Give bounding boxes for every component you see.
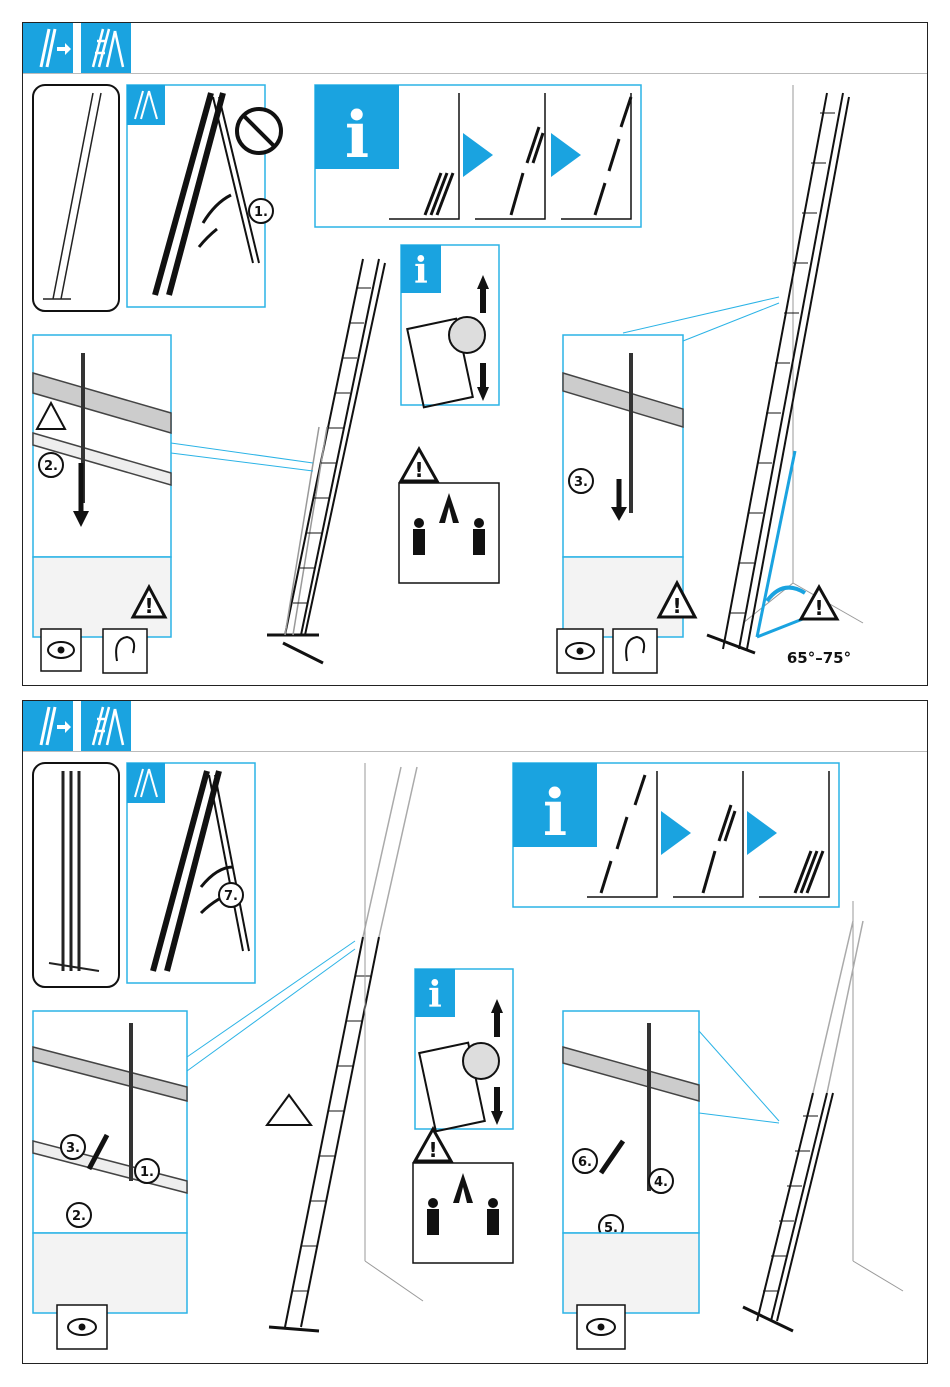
hearing-icon-right: [613, 629, 657, 673]
extended-ladder: [707, 93, 849, 653]
center-ladder-rungs: [293, 288, 371, 603]
detail-box-hook-right: [563, 557, 683, 637]
detail-box-lock-right: [563, 335, 683, 557]
center-ladder-bottom: [269, 937, 379, 1331]
svg-text:!: !: [428, 1138, 437, 1162]
svg-text:!: !: [144, 594, 153, 618]
svg-text:3.: 3.: [66, 1141, 80, 1156]
svg-text:i: i: [543, 776, 567, 851]
thumbnail-frame: [33, 85, 119, 311]
svg-text:i: i: [428, 974, 442, 1016]
thumbnail-frame-bottom: [33, 763, 119, 987]
hand-crush-warning-icon-bottom: [267, 1095, 311, 1125]
svg-text:1.: 1.: [140, 1165, 154, 1180]
wall: [743, 85, 863, 623]
retracted-ladder: [743, 1093, 833, 1331]
svg-text:!: !: [414, 458, 423, 482]
info-glyph: i: [345, 98, 369, 173]
svg-text:i: i: [414, 250, 428, 292]
svg-text:6.: 6.: [578, 1155, 592, 1170]
svg-text:!: !: [814, 596, 823, 620]
panel-retract: 7. i i !: [22, 700, 928, 1364]
panel-extend: 1. i i !: [22, 22, 928, 686]
angle-label: 65°–75°: [787, 649, 851, 667]
angle-guide: [757, 451, 795, 637]
step-label-7: 7.: [224, 889, 238, 904]
svg-text:4.: 4.: [654, 1175, 668, 1190]
step-label-2: 2.: [44, 459, 58, 474]
retract-diagram: 7. i i !: [23, 701, 929, 1365]
center-ladder: [267, 259, 385, 663]
extended-ladder-rungs: [730, 113, 835, 613]
svg-text:!: !: [672, 594, 681, 618]
svg-text:2.: 2.: [72, 1209, 86, 1224]
extend-diagram: 1. i i !: [23, 23, 929, 687]
step-label-1: 1.: [254, 205, 268, 220]
step-label-3: 3.: [574, 475, 588, 490]
hearing-icon: [103, 629, 147, 673]
